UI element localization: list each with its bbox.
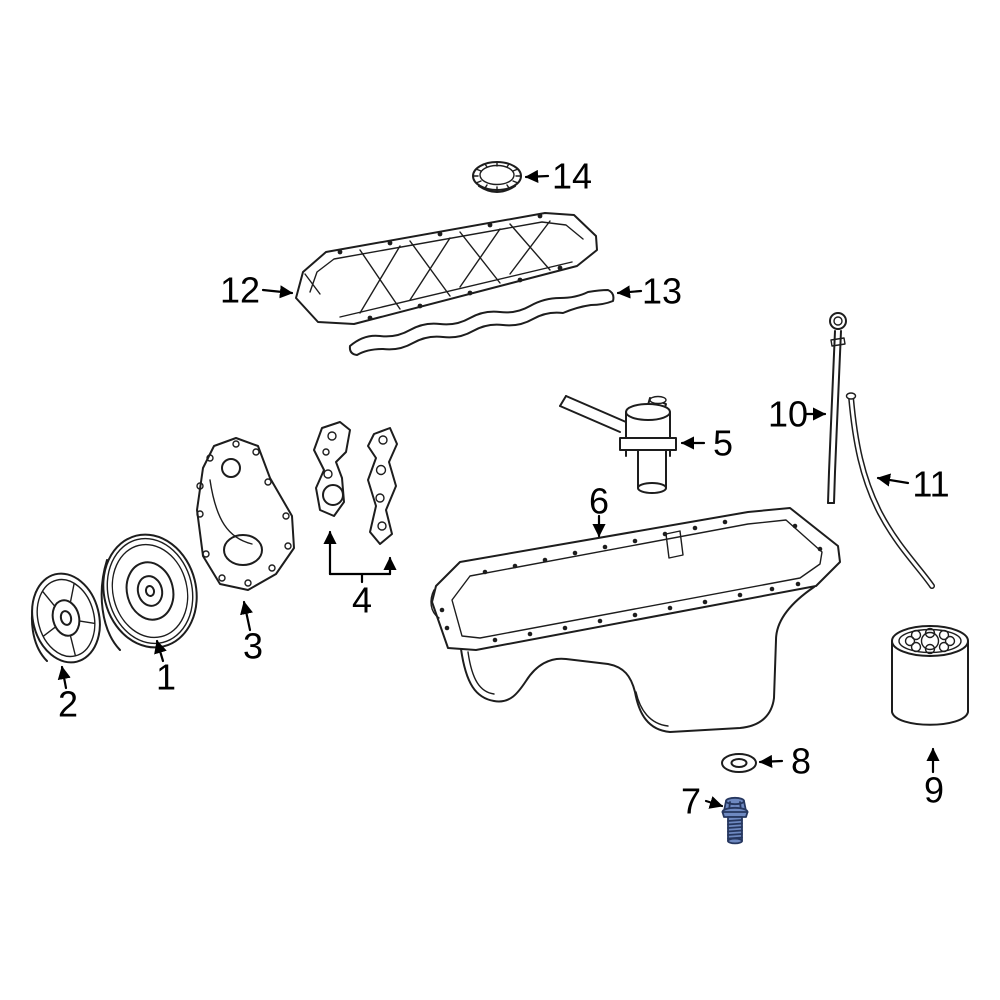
part-label-13: 13	[642, 271, 682, 312]
oil-filler-cap-drawing	[472, 161, 522, 193]
part-label-11: 11	[912, 464, 949, 505]
part-label-10: 10	[768, 394, 808, 435]
part-label-7: 7	[681, 781, 701, 822]
oil-pan-drawing	[430, 507, 841, 733]
timing-cover-drawing	[196, 437, 295, 591]
oil-filter-drawing	[891, 625, 969, 726]
part-labels: 1 2 3 4 5 6 7 8 9 10 11 12 13 14	[58, 156, 950, 822]
drain-plug-bolt-shapes	[721, 796, 749, 845]
valve-cover-drawing	[295, 212, 598, 325]
part-label-6: 6	[589, 481, 609, 522]
harmonic-balancer-drawing	[100, 533, 198, 651]
diagram: 1 2 3 4 5 6 7 8 9 10 11 12 13 14	[30, 156, 969, 845]
leader-line-11	[876, 473, 910, 487]
drain-plug-washer-drawing	[721, 753, 757, 773]
valve-cover-gasket-drawing	[348, 289, 615, 356]
crankshaft-pulley-drawing	[30, 572, 101, 664]
part-label-2: 2	[58, 684, 78, 725]
part-label-8: 8	[791, 741, 811, 782]
leader-line-2	[57, 665, 71, 690]
part-label-12: 12	[220, 270, 260, 311]
leader-line-14	[524, 169, 550, 184]
leader-line-8	[758, 754, 784, 769]
dipstick-drawing	[827, 312, 847, 504]
part-label-4: 4	[352, 580, 372, 621]
leader-line-7	[704, 796, 724, 809]
leader-line-12	[261, 285, 294, 299]
part-label-14: 14	[552, 156, 592, 197]
dipstick-tube-drawing	[845, 392, 935, 589]
part-label-1: 1	[156, 657, 176, 698]
part-label-9: 9	[924, 770, 944, 811]
front-gaskets-drawing	[313, 421, 398, 545]
leader-lines	[57, 169, 940, 809]
part-label-5: 5	[713, 423, 733, 464]
leader-line-1	[154, 639, 167, 663]
part-label-3: 3	[243, 626, 263, 667]
leader-line-3	[240, 600, 253, 632]
leader-line-13	[616, 285, 643, 299]
oil-pump-drawing	[559, 395, 677, 494]
drain-plug-bolt-drawing	[721, 796, 749, 845]
leader-bracket-4	[328, 572, 392, 584]
